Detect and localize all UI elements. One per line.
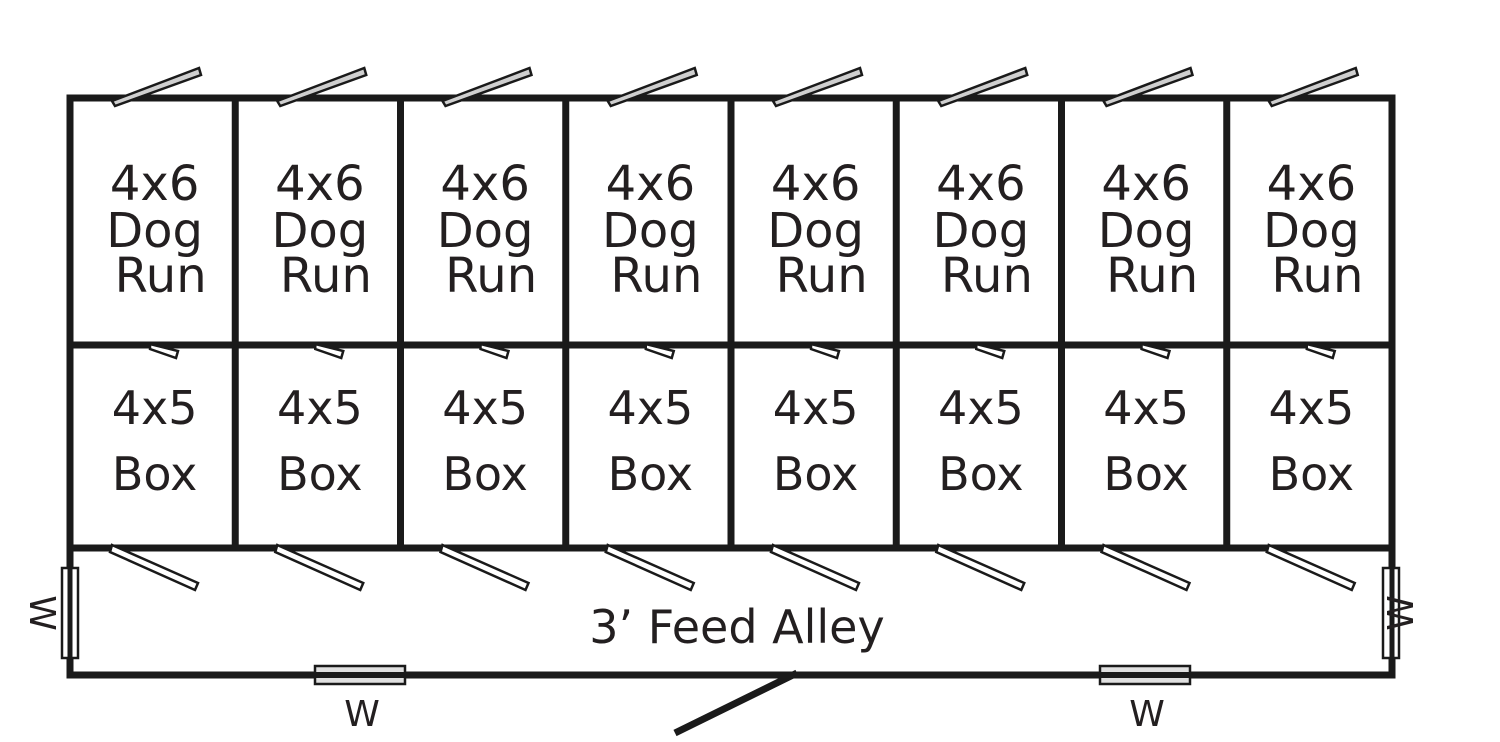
box-label: Box [938, 447, 1024, 501]
dog-run-label: Dog [1098, 203, 1195, 259]
feed-alley-label: 3’ Feed Alley [589, 600, 884, 654]
entrance-door [673, 669, 799, 737]
dog-run-label: 4x6 [606, 156, 695, 212]
dog-run-label: 4x6 [936, 156, 1025, 212]
dog-run-label: Run [610, 248, 702, 304]
box-run-door [479, 342, 511, 360]
dog-run-label: Run [1106, 248, 1198, 304]
box-label: Box [442, 447, 528, 501]
dog-run-label: 4x6 [1267, 156, 1356, 212]
window-bottom-left-label: W [344, 694, 380, 735]
box-size-label: 4x5 [277, 381, 363, 435]
box-size-label: 4x5 [773, 381, 859, 435]
dog-run-label: Run [1271, 248, 1363, 304]
walls [66, 94, 1396, 679]
dog-run-label: Dog [767, 203, 864, 259]
dog-run-label: Run [280, 248, 372, 304]
dog-run-label: Dog [271, 203, 368, 259]
box-size-label: 4x5 [112, 381, 198, 435]
box-run-door [644, 342, 676, 360]
dog-run-label: 4x6 [771, 156, 860, 212]
box-run-door [1305, 342, 1337, 360]
stall-door [934, 543, 1026, 592]
box-size-label: 4x5 [1103, 381, 1189, 435]
dog-run-label: Dog [106, 203, 203, 259]
run-door [110, 66, 203, 108]
window-bottom-right-label: W [1129, 694, 1165, 735]
box-size-label: 4x5 [1268, 381, 1354, 435]
stall-door [273, 543, 365, 592]
stall-door [439, 543, 531, 592]
stall-door [769, 543, 861, 592]
box-size-label: 4x5 [442, 381, 528, 435]
box-run-door [314, 342, 345, 360]
box-run-door [809, 342, 841, 360]
box-label: Box [1269, 447, 1355, 501]
stall-door [1100, 543, 1192, 592]
box-label: Box [773, 447, 859, 501]
stall-door [108, 543, 200, 592]
stall-door [604, 543, 696, 592]
window-left-label: W [21, 595, 62, 631]
run-door [1266, 66, 1360, 108]
dog-run-label: Run [115, 248, 207, 304]
box-label: Box [112, 447, 198, 501]
box-label: Box [277, 447, 363, 501]
dog-run-label: Dog [437, 203, 534, 259]
run-door [440, 66, 534, 108]
box-label: Box [608, 447, 694, 501]
box-label: Box [1103, 447, 1189, 501]
run-door [936, 66, 1029, 108]
dog-run-label: Dog [602, 203, 699, 259]
box-run-door [1140, 342, 1172, 360]
dog-run-label: 4x6 [1101, 156, 1190, 212]
box-run-door [148, 342, 180, 360]
run-door [1101, 66, 1195, 108]
dog-run-label: Dog [932, 203, 1029, 259]
run-door [771, 66, 864, 108]
dog-run-label: 4x6 [110, 156, 199, 212]
dog-run-label: Run [941, 248, 1033, 304]
stall-door [1265, 543, 1357, 592]
dog-run-label: Run [445, 248, 537, 304]
dog-run-label: Dog [1263, 203, 1360, 259]
dog-run-label: Run [776, 248, 868, 304]
run-door [605, 66, 699, 108]
box-run-door [975, 342, 1006, 360]
window-right-label: W [1381, 595, 1422, 631]
dog-run-label: 4x6 [440, 156, 529, 212]
box-size-label: 4x5 [607, 381, 693, 435]
dog-run-label: 4x6 [275, 156, 364, 212]
run-door [275, 66, 368, 108]
box-size-label: 4x5 [938, 381, 1024, 435]
